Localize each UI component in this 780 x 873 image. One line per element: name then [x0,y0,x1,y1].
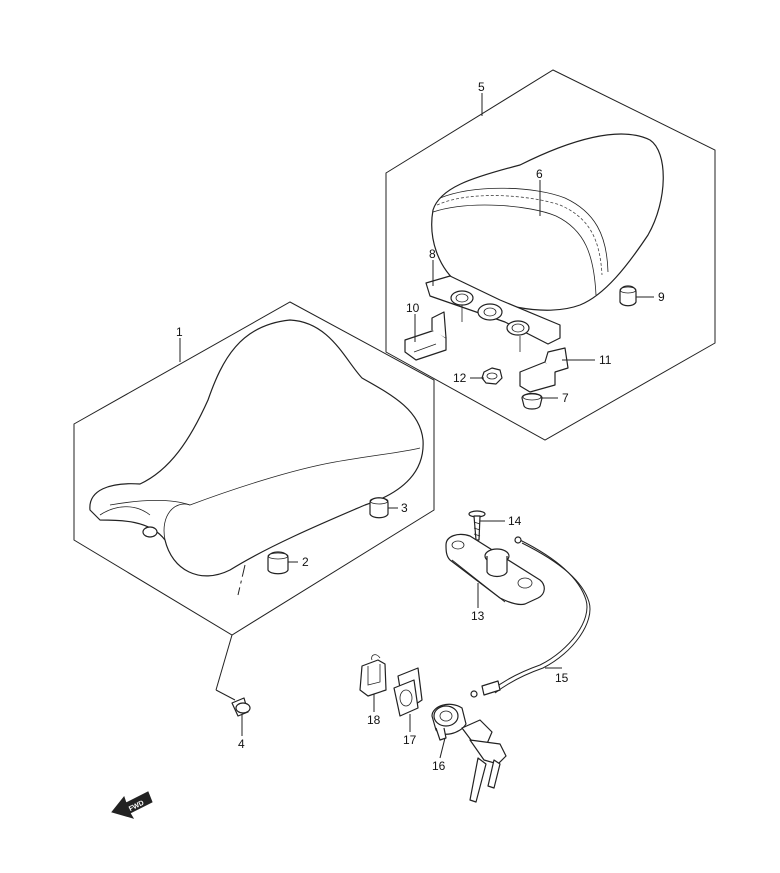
callout-8: 8 [429,247,436,261]
nut-12 [481,367,503,385]
callout-numbers: 1 2 3 4 5 6 7 8 9 10 11 12 13 14 15 16 1… [176,80,665,773]
seat-lock-hook [519,347,569,393]
callout-3: 3 [401,501,408,515]
key-lock-16 [431,703,507,803]
callout-17: 17 [403,733,417,747]
callout-13: 13 [471,609,485,623]
cable-clip-18 [359,654,387,697]
callout-16: 16 [432,759,446,773]
screw-14 [468,510,486,541]
cushion-7 [521,392,543,410]
rear-seat-cushion [431,133,664,311]
cushion-3 [369,497,389,519]
seat-lock-housing [445,533,545,606]
callout-9: 9 [658,290,665,304]
fwd-arrow-icon: FWD [111,791,153,819]
callout-5: 5 [478,80,485,94]
callout-2: 2 [302,555,309,569]
callout-1: 1 [176,325,183,339]
callout-7: 7 [562,391,569,405]
callout-15: 15 [555,671,569,685]
seat-lock-cable [470,536,591,698]
seat-bracket-plate [425,275,561,352]
cushion-2 [267,551,289,575]
seat-hook-bracket [404,311,447,361]
callout-10: 10 [406,301,420,315]
callout-14: 14 [508,514,522,528]
callout-6: 6 [536,167,543,181]
leader-lines [179,93,654,759]
cushion-9 [619,285,637,307]
lock-holder-17 [393,667,423,717]
front-seat [89,319,424,577]
rear-seat-group-box [385,69,716,441]
bolt-guide-line [215,564,246,701]
callout-12: 12 [453,371,467,385]
bolt-4 [231,697,251,717]
callout-18: 18 [367,713,381,727]
front-seat-group-box [73,301,435,636]
callout-11: 11 [599,353,612,367]
callout-4: 4 [238,737,245,751]
